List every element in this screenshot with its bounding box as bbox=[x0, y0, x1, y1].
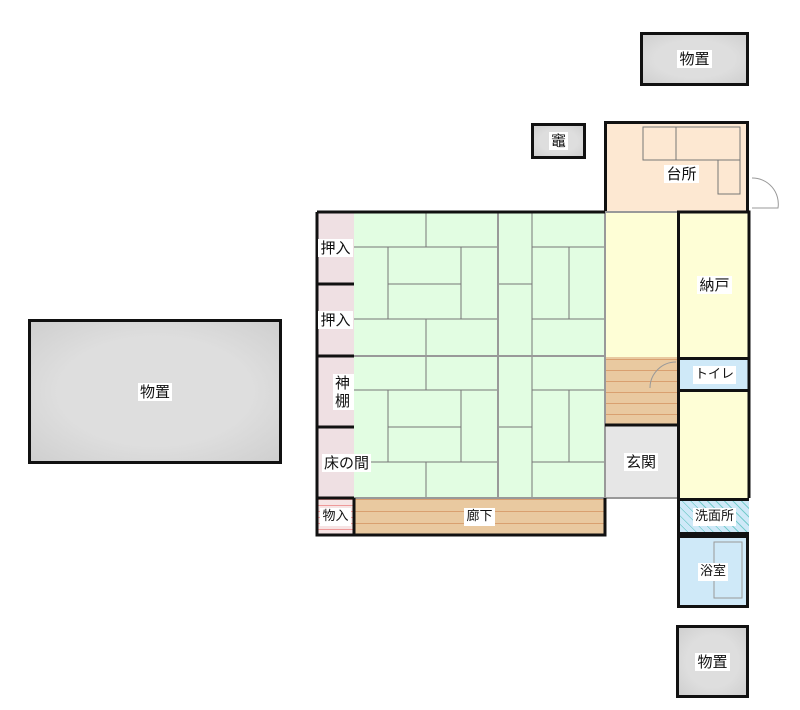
storage-left-label: 物置 bbox=[137, 382, 172, 401]
corridor bbox=[605, 212, 677, 357]
kamidana-label: 神棚 bbox=[333, 373, 354, 410]
nando: 納戸 bbox=[677, 212, 749, 357]
kamidana: 神棚 bbox=[317, 356, 354, 427]
washroom-label: 洗面所 bbox=[692, 507, 736, 526]
washroom: 洗面所 bbox=[677, 498, 749, 535]
kitchen-label: 台所 bbox=[664, 164, 699, 183]
tatami-room-sw bbox=[354, 356, 498, 498]
wood-floor bbox=[605, 357, 677, 425]
entrance-label: 玄関 bbox=[623, 452, 658, 471]
nando-label: 納戸 bbox=[697, 275, 732, 294]
storage-top: 物置 bbox=[640, 32, 749, 86]
storage-bottom: 物置 bbox=[676, 625, 749, 698]
closet-1-label: 押入 bbox=[318, 239, 353, 257]
tatami-room-se bbox=[498, 356, 605, 498]
toilet: トイレ bbox=[677, 357, 749, 392]
closet-2-label: 押入 bbox=[318, 311, 353, 329]
storage-bottom-label: 物置 bbox=[695, 652, 730, 671]
entrance: 玄関 bbox=[605, 425, 677, 498]
closet-2: 押入 bbox=[317, 284, 354, 356]
hallway-label: 廊下 bbox=[464, 507, 495, 526]
hallway: 廊下 bbox=[354, 498, 605, 535]
storage-small: 物入 bbox=[317, 498, 354, 535]
room-east bbox=[677, 392, 749, 498]
storage-left: 物置 bbox=[28, 319, 282, 464]
tokonoma: 床の間 bbox=[317, 427, 372, 498]
toilet-label: トイレ bbox=[692, 365, 736, 384]
kamado: 竈 bbox=[531, 123, 586, 159]
tokonoma-label: 床の間 bbox=[322, 453, 372, 472]
bathroom: 浴室 bbox=[677, 535, 749, 608]
closet-1: 押入 bbox=[317, 212, 354, 284]
tatami-room-nw bbox=[354, 212, 498, 356]
kitchen: 台所 bbox=[604, 121, 749, 213]
storage-top-label: 物置 bbox=[677, 50, 712, 68]
tatami-room-ne bbox=[498, 212, 605, 356]
bathroom-label: 浴室 bbox=[697, 562, 728, 581]
kamado-label: 竈 bbox=[548, 132, 568, 150]
storage-small-label: 物入 bbox=[320, 507, 351, 526]
